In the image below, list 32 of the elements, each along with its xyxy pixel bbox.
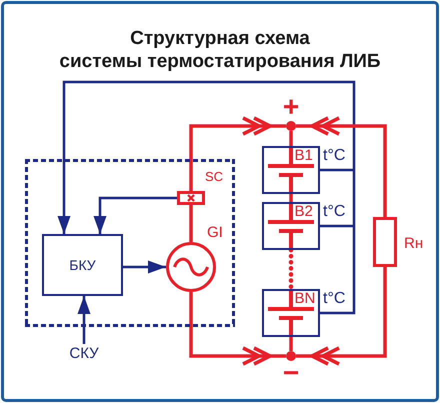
- cell-box: [262, 146, 320, 194]
- arrow: [94, 196, 177, 234]
- cell-label: BN: [294, 291, 316, 306]
- diagram-title: Структурная схема системы термостатирования ЛИБ: [59, 27, 381, 73]
- cell-box: [262, 289, 320, 337]
- arrow: [58, 80, 356, 314]
- temperature-label: t°C: [323, 203, 346, 221]
- connector-line: [289, 337, 293, 351]
- control-block: БКУ: [42, 234, 123, 296]
- polarity-sign: +: [282, 96, 300, 118]
- dotted-line: [288, 248, 294, 292]
- dashed-boundary: [25, 159, 235, 327]
- cell-label: B1: [294, 148, 313, 163]
- connector-line: [289, 131, 293, 146]
- resistor-symbol: [373, 217, 397, 267]
- generator-label: GI: [207, 224, 223, 241]
- connector-line: [189, 205, 193, 242]
- junction-dot: [286, 121, 296, 131]
- connector-line: [289, 194, 293, 202]
- temperature-label: t°C: [323, 290, 346, 308]
- sensor-label: SC: [205, 169, 224, 184]
- cell-label: B2: [294, 204, 313, 219]
- cell-box: [262, 202, 320, 250]
- temperature-label: t°C: [323, 147, 346, 165]
- junction-dot: [286, 351, 296, 361]
- generator-circle: [166, 242, 216, 292]
- resistor-label: Rн: [404, 235, 424, 252]
- sensor-box: [177, 191, 205, 205]
- polarity-sign: −: [282, 362, 300, 384]
- input-label: СКУ: [66, 344, 102, 362]
- arrow: [123, 260, 166, 274]
- arrow: [78, 296, 90, 344]
